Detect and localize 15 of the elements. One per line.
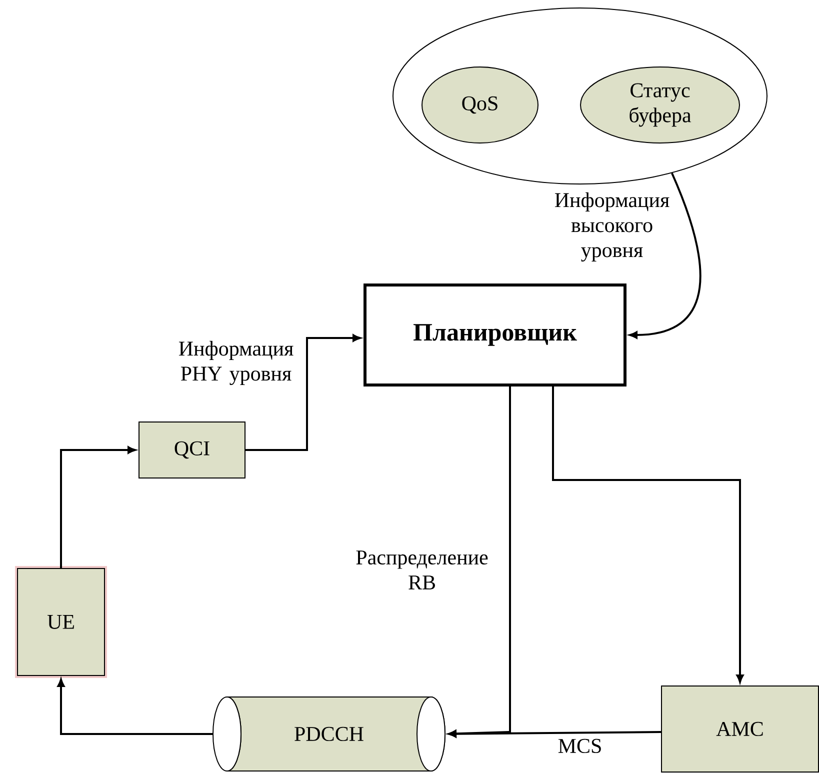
arrow [57, 678, 212, 735]
arrow [246, 334, 361, 451]
process-box: Планировщик [364, 283, 626, 386]
arrow [629, 172, 702, 339]
arrow [552, 386, 744, 683]
edge-label: Распределение RB [356, 550, 488, 590]
arrow [448, 730, 662, 738]
ellipse-shape [392, 7, 768, 184]
edge-label: MCS [558, 738, 601, 754]
arrow [60, 446, 136, 568]
process-box: AMC [661, 685, 819, 772]
process-box: UE [15, 566, 107, 678]
process-box: QCI [138, 421, 246, 478]
edge-label: Информация высокого уровня [554, 192, 670, 262]
edge-label: Информация PHY уровня [178, 340, 294, 386]
